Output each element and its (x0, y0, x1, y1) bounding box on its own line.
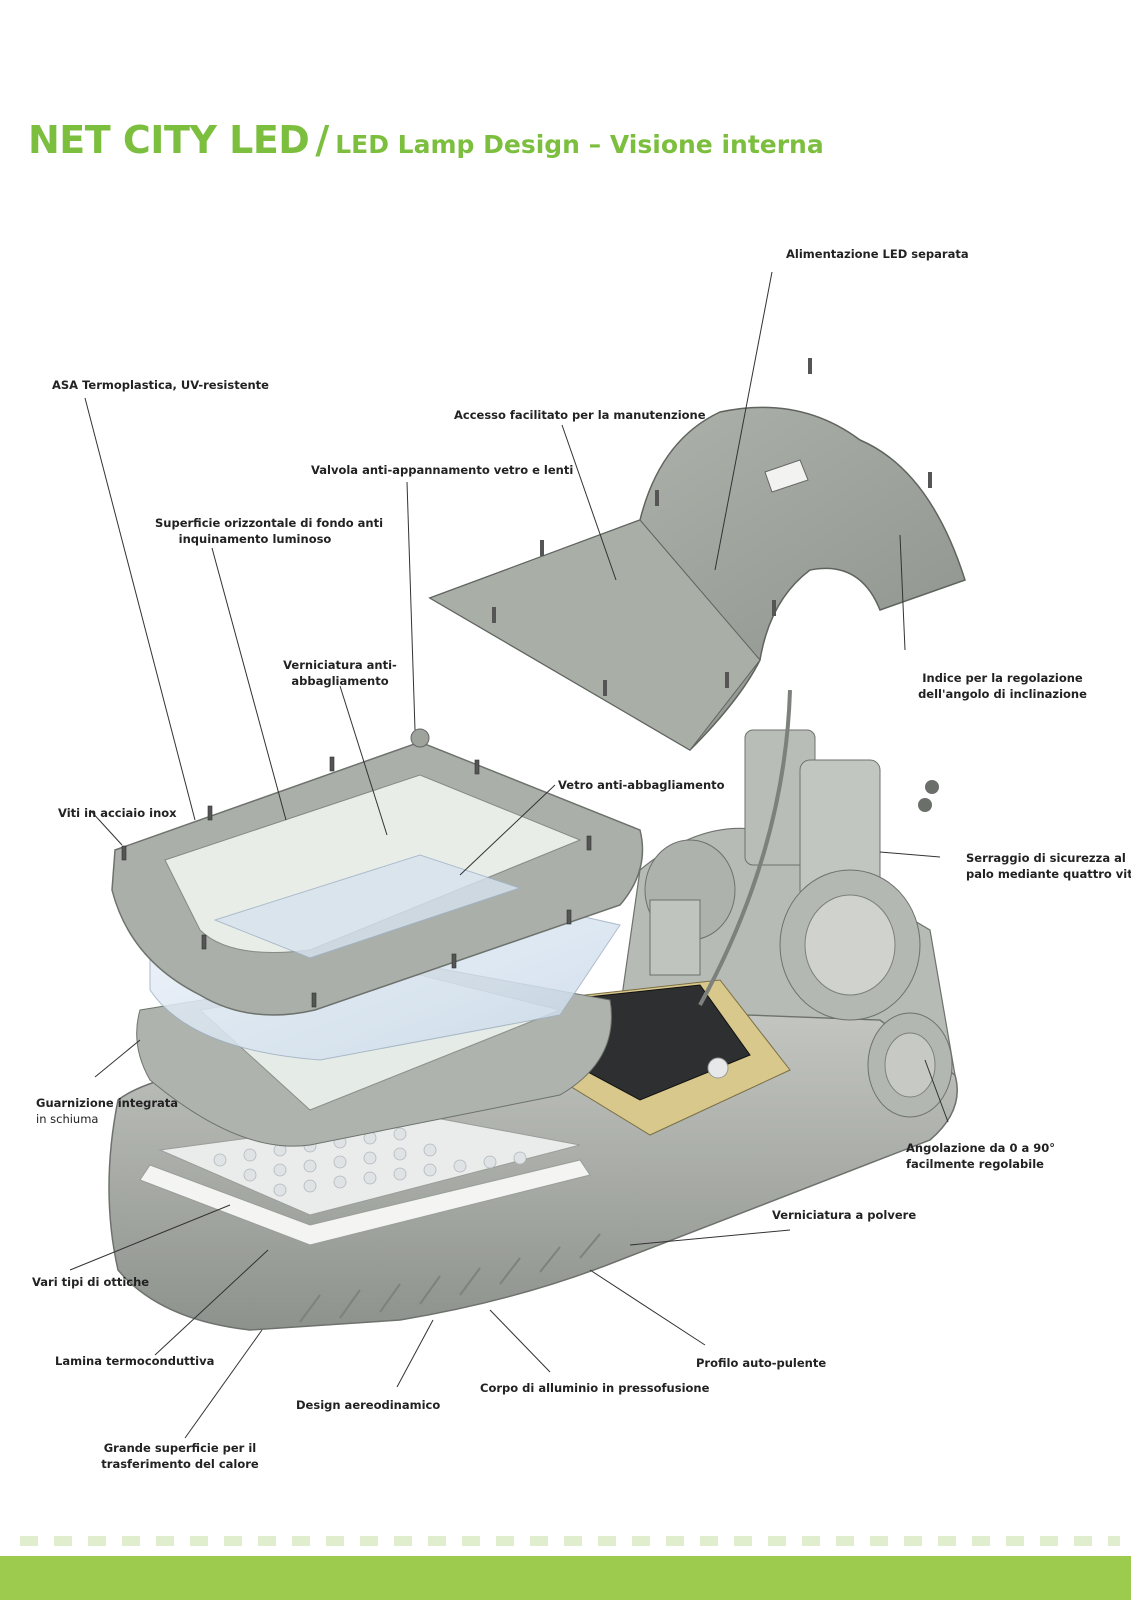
label-indice: Indice per la regolazione dell'angolo di… (910, 670, 1095, 702)
label-grande-line1: Grande superficie per il (103, 1441, 257, 1455)
label-alimentazione: Alimentazione LED separata (786, 247, 969, 261)
label-serraggio-line1: Serraggio di sicurezza al (966, 851, 1126, 865)
asa-frame (111, 728, 644, 1016)
label-serraggio: Serraggio di sicurezza al palo mediante … (966, 850, 1131, 882)
page-title: NET CITY LED/LED Lamp Design – Visione i… (28, 118, 824, 162)
label-vetro: Vetro anti-abbagliamento (558, 778, 725, 792)
label-ottiche: Vari tipi di ottiche (32, 1275, 150, 1289)
label-design: Design aereodinamico (296, 1398, 441, 1412)
pole-clamp-assembly (644, 689, 953, 1118)
label-corpo: Corpo di alluminio in pressofusione (480, 1381, 710, 1395)
label-viti: Viti in acciaio inox (58, 806, 177, 820)
label-angolazione: Angolazione da 0 a 90° facilmente regola… (906, 1140, 1055, 1172)
label-polvere: Verniciatura a polvere (772, 1208, 917, 1222)
label-guarnizione-line1: Guarnizione integrata (36, 1096, 179, 1110)
label-angolazione-line2: facilmente regolabile (906, 1157, 1044, 1171)
label-superficie: Superficie orizzontale di fondo anti inq… (155, 515, 384, 547)
label-accesso: Accesso facilitato per la manutenzione (454, 408, 706, 422)
label-grande: Grande superficie per il trasferimento d… (80, 1440, 280, 1472)
label-valvola: Valvola anti-appannamento vetro e lenti (311, 463, 574, 477)
label-angolazione-line1: Angolazione da 0 a 90° (906, 1141, 1055, 1155)
callout-leaders (69, 271, 949, 1439)
label-profilo: Profilo auto-pulente (696, 1356, 827, 1370)
footer-decoration (20, 1536, 1120, 1546)
label-grande-line2: trasferimento del calore (101, 1457, 259, 1471)
title-main: NET CITY LED (28, 118, 310, 162)
label-verniciatura-anti-line1: Verniciatura anti- (283, 658, 397, 672)
title-sub: LED Lamp Design – Visione interna (335, 130, 824, 159)
maintenance-cover (428, 358, 966, 751)
label-indice-line2: dell'angolo di inclinazione (918, 687, 1087, 701)
label-superficie-line1: Superficie orizzontale di fondo anti (155, 516, 384, 530)
label-serraggio-line2: palo mediante quattro viti (966, 867, 1131, 881)
footer-band (0, 1556, 1131, 1600)
label-asa: ASA Termoplastica, UV-resistente (52, 378, 269, 392)
label-guarnizione: Guarnizione integrata in schiuma (36, 1095, 178, 1127)
title-separator: / (315, 118, 330, 162)
label-indice-line1: Indice per la regolazione (922, 671, 1083, 685)
label-verniciatura-anti: Verniciatura anti- abbagliamento (280, 657, 400, 689)
label-superficie-line2: inquinamento luminoso (178, 532, 332, 546)
label-lamina: Lamina termoconduttiva (55, 1354, 215, 1368)
label-guarnizione-line2: in schiuma (36, 1112, 99, 1126)
label-verniciatura-anti-line2: abbagliamento (291, 674, 389, 688)
